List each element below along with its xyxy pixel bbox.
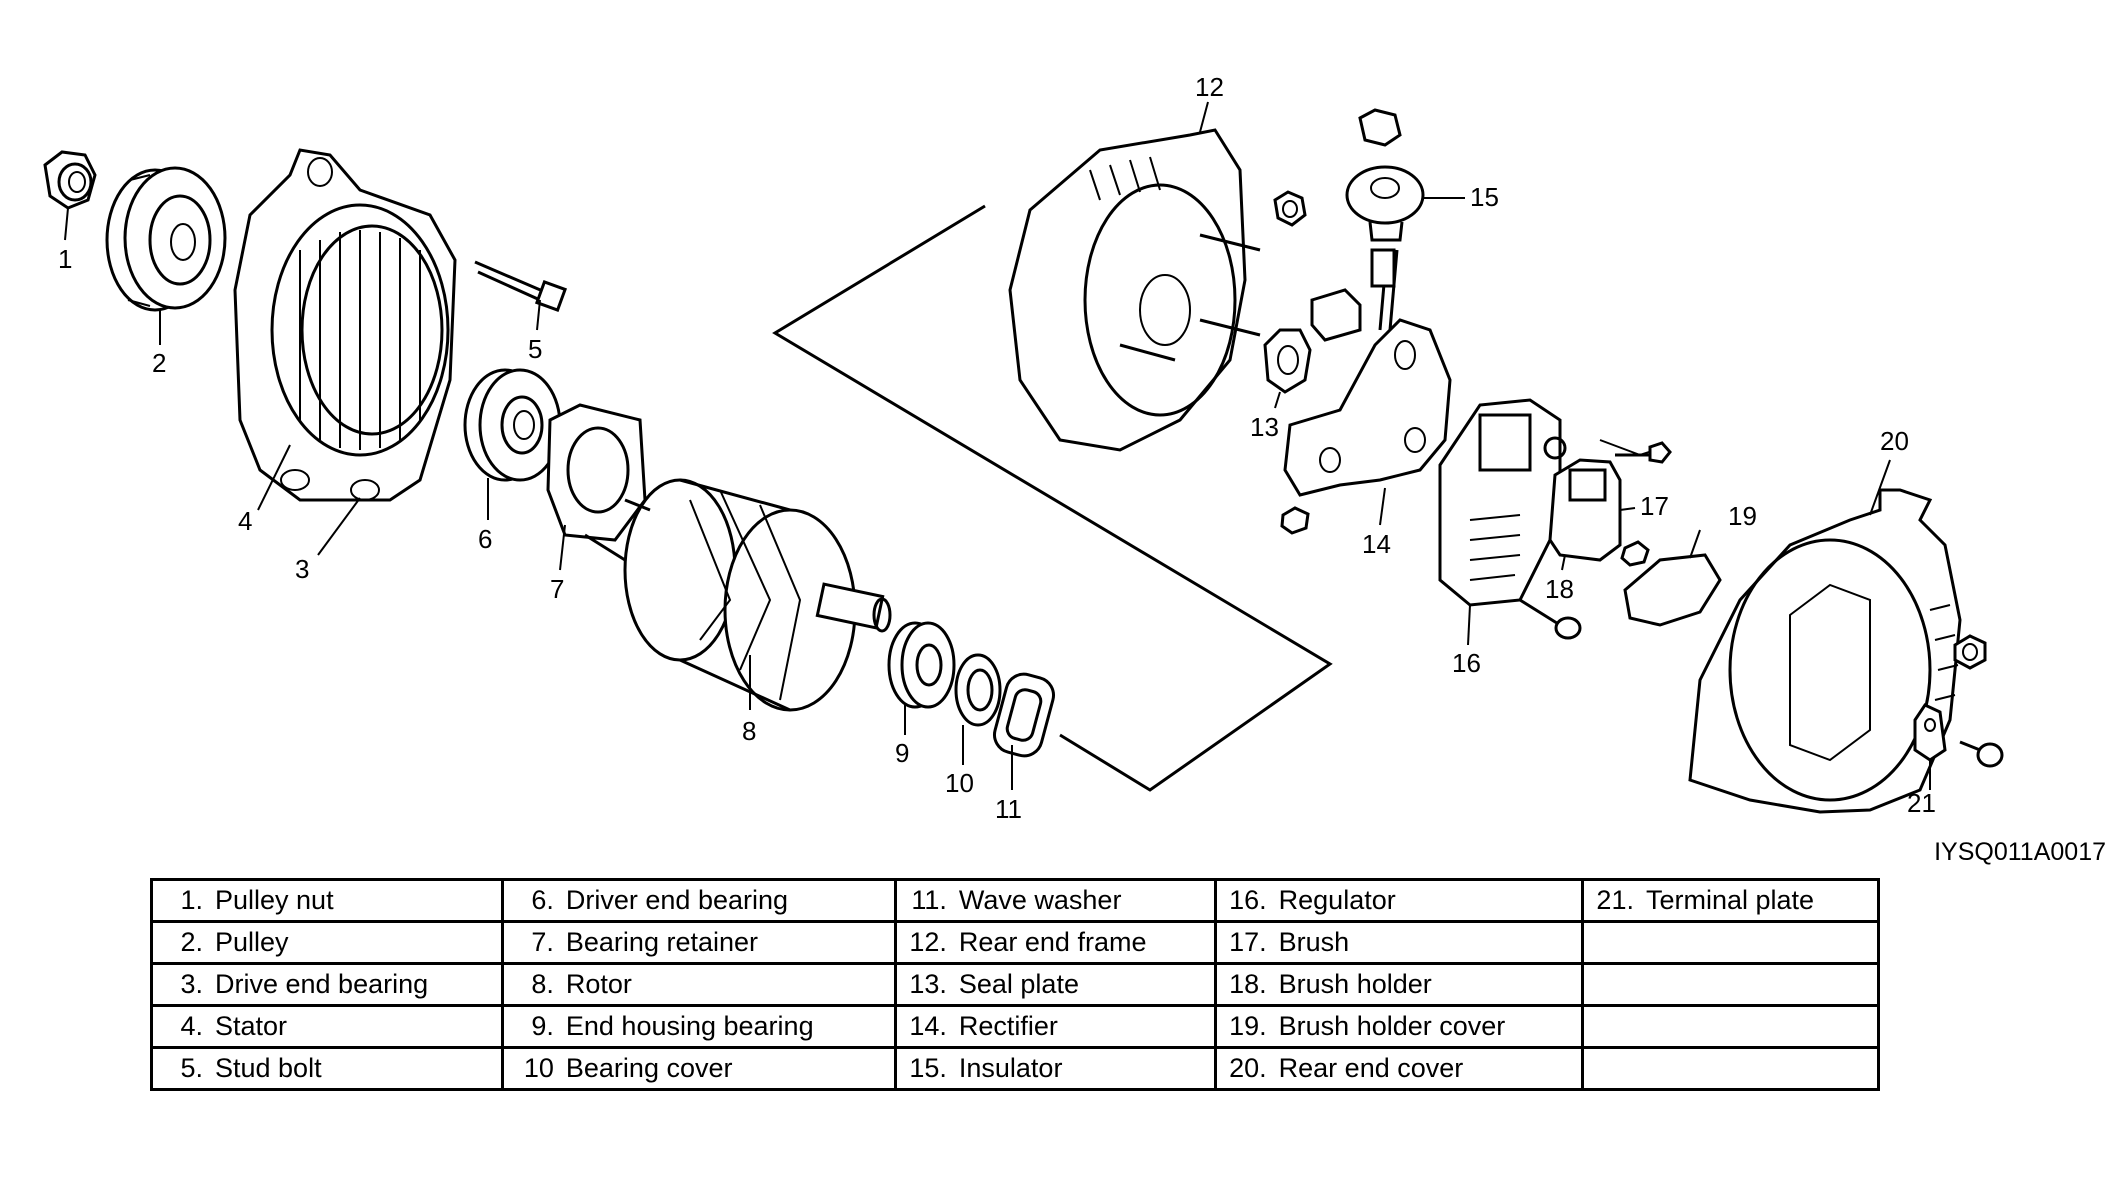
callout-5: 5	[528, 334, 542, 364]
callout-2: 2	[152, 348, 166, 378]
table-cell: 15.Insulator	[893, 1046, 1217, 1091]
nut-drawing	[1273, 190, 1307, 227]
table-cell: 11.Wave washer	[893, 878, 1217, 923]
table-cell: 8.Rotor	[500, 962, 897, 1007]
pulley-nut-drawing	[43, 150, 97, 210]
table-cell: 21.Terminal plate	[1580, 878, 1881, 923]
callout-10: 10	[945, 768, 974, 798]
callout-18: 18	[1545, 574, 1574, 604]
insulator-drawing	[1345, 108, 1425, 242]
callout-6: 6	[478, 524, 492, 554]
rectifier-drawing	[1280, 248, 1452, 535]
table-cell	[1580, 1004, 1881, 1049]
callout-7: 7	[550, 574, 564, 604]
table-cell: 2.Pulley	[150, 920, 504, 965]
table-row: 4.Stator 9.End housing bearing 14.Rectif…	[150, 1004, 1881, 1049]
stud-bolt-drawing	[474, 260, 568, 313]
bearing-retainer-drawing	[546, 403, 647, 562]
table-cell: 9.End housing bearing	[500, 1004, 897, 1049]
leader-lines	[64, 101, 1931, 790]
callout-4: 4	[238, 506, 252, 536]
callout-13: 13	[1250, 412, 1279, 442]
seal-plate-drawing	[1263, 328, 1312, 394]
rear-end-cover-drawing	[1688, 488, 1987, 814]
regulator-drawing	[1438, 398, 1582, 640]
table-cell: 4.Stator	[150, 1004, 504, 1049]
table-cell: 17.Brush	[1213, 920, 1584, 965]
callout-15: 15	[1470, 182, 1499, 212]
bearing-cover-drawing	[954, 653, 1002, 727]
table-cell: 20.Rear end cover	[1213, 1046, 1584, 1091]
callout-20: 20	[1880, 426, 1909, 456]
brush-holder-drawing	[1548, 439, 1672, 567]
exploded-alternator-diagram: 1 2 3 4 5 6 7 8 9 10 11 12 13 14 15 16 1…	[43, 72, 2004, 824]
table-row: 2.Pulley 7.Bearing retainer 12.Rear end …	[150, 920, 1881, 965]
table-cell: 1.Pulley nut	[150, 878, 504, 923]
drive-end-housing-drawing	[233, 148, 457, 502]
callout-11: 11	[995, 794, 1022, 824]
table-cell	[1580, 1046, 1881, 1091]
callout-17: 17	[1640, 491, 1669, 521]
table-cell: 3.Drive end bearing	[150, 962, 504, 1007]
table-cell	[1580, 920, 1881, 965]
table-cell: 19.Brush holder cover	[1213, 1004, 1584, 1049]
callout-14: 14	[1362, 529, 1391, 559]
figure-code: IYSQ011A0017	[1934, 838, 2106, 866]
driver-end-bearing-drawing	[463, 368, 562, 482]
callout-16: 16	[1452, 648, 1481, 678]
terminal-plate-drawing	[1913, 703, 2004, 768]
table-cell: 13.Seal plate	[893, 962, 1217, 1007]
pulley-drawing	[105, 166, 227, 312]
rear-end-frame-drawing	[1008, 128, 1261, 452]
callout-12: 12	[1195, 72, 1224, 102]
table-cell: 12.Rear end frame	[893, 920, 1217, 965]
callout-1: 1	[58, 244, 72, 274]
table-cell: 14.Rectifier	[893, 1004, 1217, 1049]
assembly-line	[772, 204, 1333, 792]
callout-9: 9	[895, 738, 909, 768]
table-row: 3.Drive end bearing 8.Rotor 13.Seal plat…	[150, 962, 1881, 1007]
table-cell: 7.Bearing retainer	[500, 920, 897, 965]
callout-3: 3	[295, 554, 309, 584]
parts-list-table: 1.Pulley nut 6.Driver end bearing 11.Wav…	[150, 878, 1881, 1091]
callout-19: 19	[1728, 501, 1757, 531]
wave-washer-drawing	[993, 672, 1055, 758]
table-cell: 18.Brush holder	[1213, 962, 1584, 1007]
table-cell	[1580, 962, 1881, 1007]
brush-holder-cover-drawing	[1623, 553, 1722, 627]
end-housing-bearing-drawing	[887, 621, 956, 709]
table-row: 1.Pulley nut 6.Driver end bearing 11.Wav…	[150, 878, 1881, 923]
table-cell: 16.Regulator	[1213, 878, 1584, 923]
table-cell: 6.Driver end bearing	[500, 878, 897, 923]
table-cell: 5.Stud bolt	[150, 1046, 504, 1091]
callout-21: 21	[1907, 788, 1936, 818]
rotor-drawing	[623, 478, 892, 712]
callout-8: 8	[742, 716, 756, 746]
